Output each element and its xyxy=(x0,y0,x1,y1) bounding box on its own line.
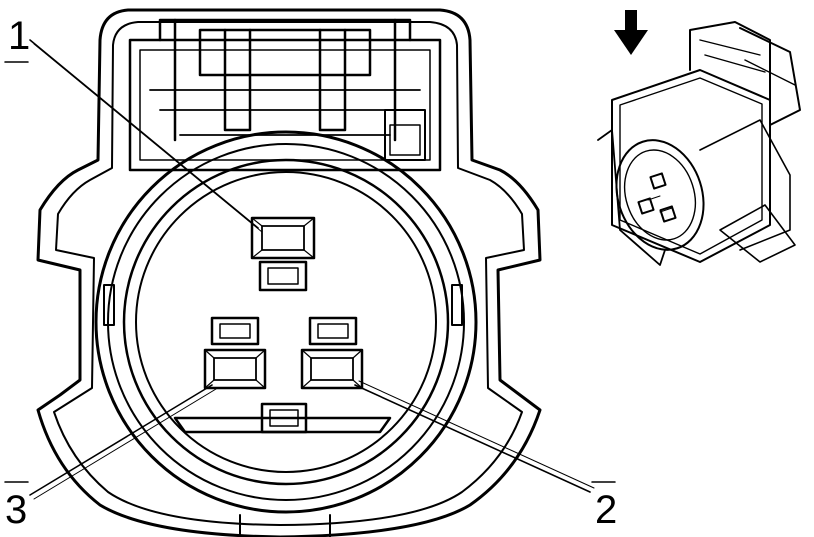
leader-lines xyxy=(29,39,595,500)
top-latch xyxy=(128,18,442,172)
side-ribs xyxy=(103,284,463,537)
terminal-cavity-3 xyxy=(203,316,267,390)
keyway xyxy=(173,402,392,434)
terminal-cavity-1 xyxy=(250,216,316,292)
terminal-cavity-2 xyxy=(300,316,364,390)
connector-face xyxy=(94,130,478,514)
callout-label-3: 3 xyxy=(5,488,28,532)
callout-label-1: 1 xyxy=(8,14,31,58)
connector-housing xyxy=(36,8,542,537)
callout-label-2: 2 xyxy=(595,488,618,532)
callout-ticks xyxy=(4,61,616,483)
connector-iso-view xyxy=(597,21,801,266)
down-arrow-icon xyxy=(614,10,648,55)
